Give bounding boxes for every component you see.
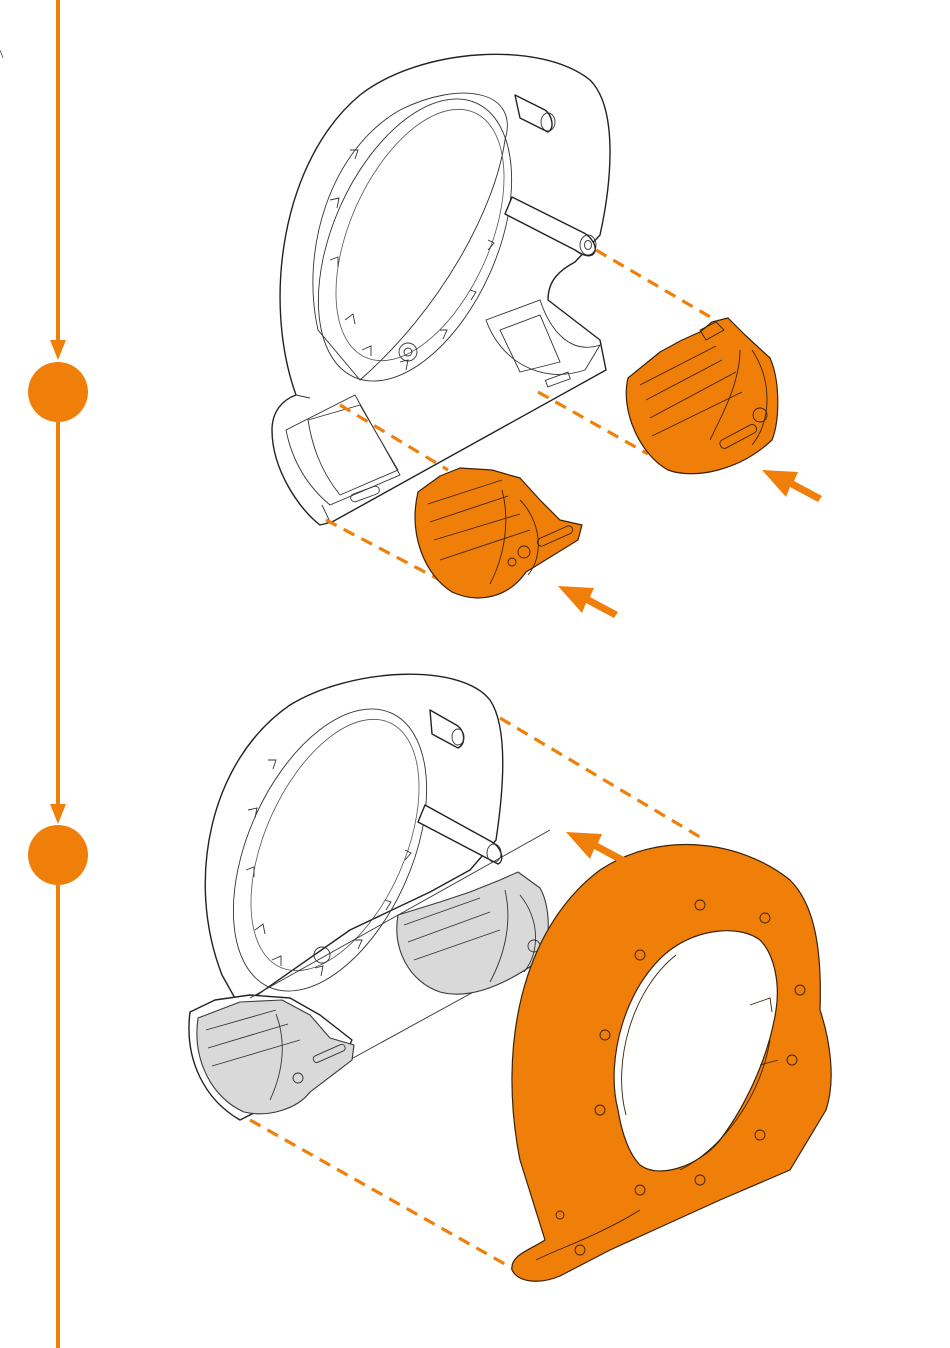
guide-line-2c [250, 1120, 512, 1268]
step-timeline [0, 0, 88, 1348]
clip-right-part-icon [626, 318, 778, 474]
step-2-arrows [566, 832, 630, 864]
timeline-arrow-1-icon [50, 340, 66, 360]
edge-tick [0, 50, 3, 58]
push-arrow-left-icon [558, 586, 622, 618]
timeline-arrow-2-icon [50, 804, 66, 824]
guide-line-2a [500, 718, 705, 840]
step-marker-1 [28, 362, 88, 422]
step-1-arrows [558, 470, 826, 618]
guide-line-1a [596, 250, 712, 318]
front-ring-part-icon [512, 845, 831, 1282]
push-arrow-front-ring-icon [566, 832, 630, 864]
clip-left-part-icon [415, 468, 582, 598]
push-arrow-right-icon [762, 470, 826, 502]
housing-outline-icon [272, 54, 610, 525]
step-2-illustration [189, 674, 831, 1281]
step-marker-2 [28, 825, 88, 885]
step-1-illustration [272, 54, 826, 618]
